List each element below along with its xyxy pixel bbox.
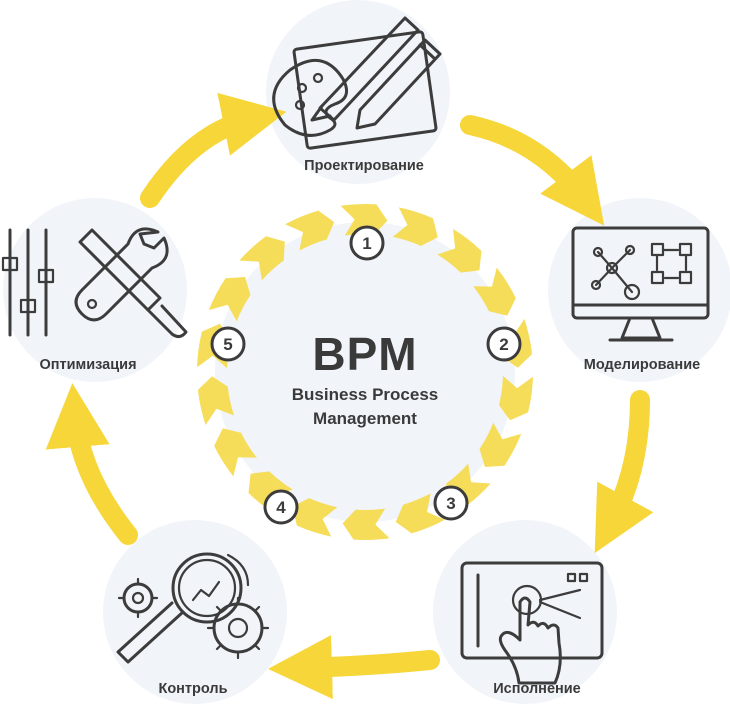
stage-label-execution: Исполнение bbox=[493, 681, 581, 697]
step-number-5: 5 bbox=[223, 335, 232, 354]
step-badge-2: 2 bbox=[486, 326, 522, 362]
step-number-3: 3 bbox=[446, 494, 455, 513]
stage-bg-control bbox=[103, 520, 287, 704]
step-number-4: 4 bbox=[276, 498, 286, 517]
inner-ring-segment bbox=[340, 204, 388, 236]
stage-bg-optimization bbox=[3, 198, 187, 382]
inner-ring-segment bbox=[285, 210, 335, 251]
step-badge-4: 4 bbox=[263, 489, 299, 525]
step-badges: 1 2 3 4 5 bbox=[210, 225, 522, 525]
design-palette-brushes-icon bbox=[272, 16, 442, 150]
arrow-modeling-to-execution bbox=[594, 390, 654, 554]
inner-ring-segment bbox=[473, 267, 516, 316]
inner-ring-segment bbox=[498, 375, 533, 421]
inner-ring-segment bbox=[208, 276, 251, 322]
outer-cycle-arrows bbox=[45, 92, 654, 700]
inner-ring-segment bbox=[479, 422, 522, 468]
center-subtitle-line1: Business Process bbox=[292, 385, 438, 404]
inner-ring-segment bbox=[395, 493, 445, 534]
step-badge-3: 3 bbox=[433, 485, 469, 521]
inner-ring-segment bbox=[239, 236, 285, 281]
center-title: BPM bbox=[312, 328, 417, 380]
model-monitor-diagram-icon bbox=[571, 226, 710, 342]
center-bg bbox=[215, 222, 515, 522]
control-magnifier-gears-icon bbox=[116, 552, 270, 664]
arrow-optimization-to-design bbox=[140, 92, 287, 208]
stage-label-optimization: Оптимизация bbox=[39, 357, 136, 373]
stage-label-control: Контроль bbox=[158, 681, 227, 697]
arrow-execution-to-control bbox=[268, 635, 440, 700]
step-badge-1: 1 bbox=[349, 225, 385, 261]
center-subtitle-line2: Management bbox=[313, 409, 417, 428]
arrow-design-to-modeling bbox=[460, 115, 605, 226]
optimization-tools-sliders-icon bbox=[1, 227, 188, 339]
stage-bg-design bbox=[266, 0, 450, 184]
inner-ring-segment bbox=[392, 207, 438, 246]
arrow-control-to-optimization bbox=[45, 383, 138, 545]
stage-label-design: Проектирование bbox=[304, 158, 424, 174]
stage-label-modeling: Моделирование bbox=[584, 357, 700, 373]
center-title-block: BPM Business Process Management bbox=[292, 328, 438, 428]
step-number-1: 1 bbox=[362, 234, 371, 253]
inner-ring-segment bbox=[342, 508, 390, 540]
inner-cycle-ring bbox=[197, 204, 533, 540]
stage-labels: Проектирование Моделирование Исполнение … bbox=[39, 158, 700, 697]
inner-ring-segment bbox=[197, 376, 235, 426]
execution-touch-screen-icon bbox=[460, 561, 604, 685]
inner-ring-segment bbox=[214, 428, 257, 477]
inner-ring-segment bbox=[437, 228, 482, 273]
step-number-2: 2 bbox=[499, 335, 508, 354]
step-badge-5: 5 bbox=[210, 326, 246, 362]
inner-ring-segment bbox=[292, 498, 338, 537]
